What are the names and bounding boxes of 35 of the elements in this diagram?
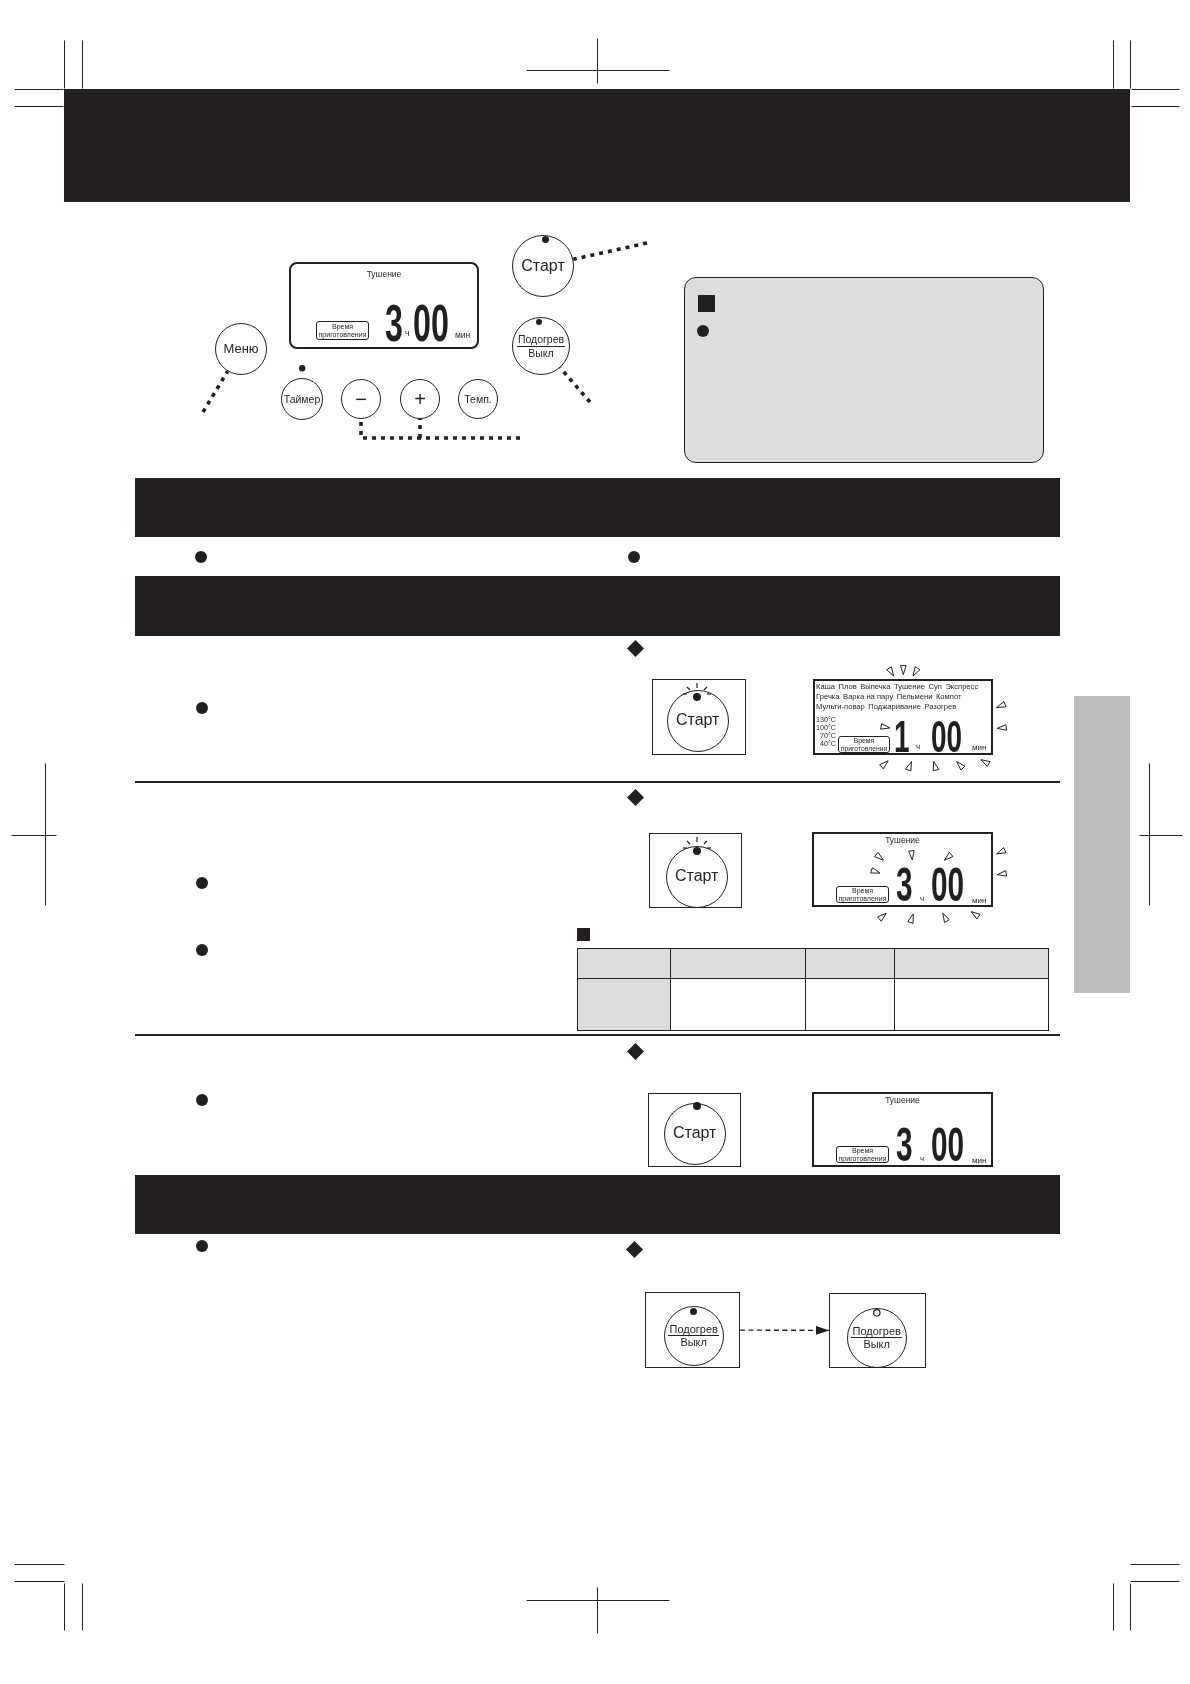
time-digits: 1: [894, 717, 910, 756]
time-digits: 00: [931, 717, 963, 756]
time-digits: 3: [385, 301, 403, 346]
heading-bar: [135, 576, 1060, 636]
time-unit-label: мин: [972, 897, 987, 905]
time-unit-label: ч: [405, 329, 410, 338]
time-unit-label: ч: [920, 895, 925, 903]
illustration-frame: [645, 1292, 740, 1368]
time-digits: 3: [896, 865, 913, 907]
leader-line: [359, 419, 520, 440]
lcd-display: [289, 262, 479, 349]
time-digits: 00: [931, 1125, 965, 1167]
time-unit-label: мин: [455, 331, 471, 340]
leader-line: [572, 241, 648, 262]
time-digits: 3: [896, 1125, 913, 1167]
lcd-display: [812, 1092, 993, 1167]
time-unit-label: ч: [920, 1155, 925, 1163]
heading-bar: [135, 478, 1060, 537]
heading-bar: [135, 1175, 1060, 1234]
lcd-display: [812, 832, 993, 907]
leader-line: [558, 366, 592, 404]
leader-line: [201, 370, 230, 413]
time-unit-label: мин: [972, 744, 987, 752]
side-tab: [1074, 696, 1130, 993]
lcd-display: [813, 679, 993, 755]
time-unit-label: мин: [972, 1157, 987, 1165]
mode-label: Тушение: [885, 1096, 920, 1105]
arrow: [739, 1325, 830, 1335]
mode-label: Тушение: [885, 836, 920, 845]
time-digits: 00: [931, 865, 965, 907]
leader-line: [418, 419, 422, 438]
title-bar: [64, 89, 1130, 202]
time-digits: 00: [413, 301, 449, 346]
mode-label: Тушение: [366, 270, 402, 279]
time-unit-label: ч: [916, 743, 921, 751]
